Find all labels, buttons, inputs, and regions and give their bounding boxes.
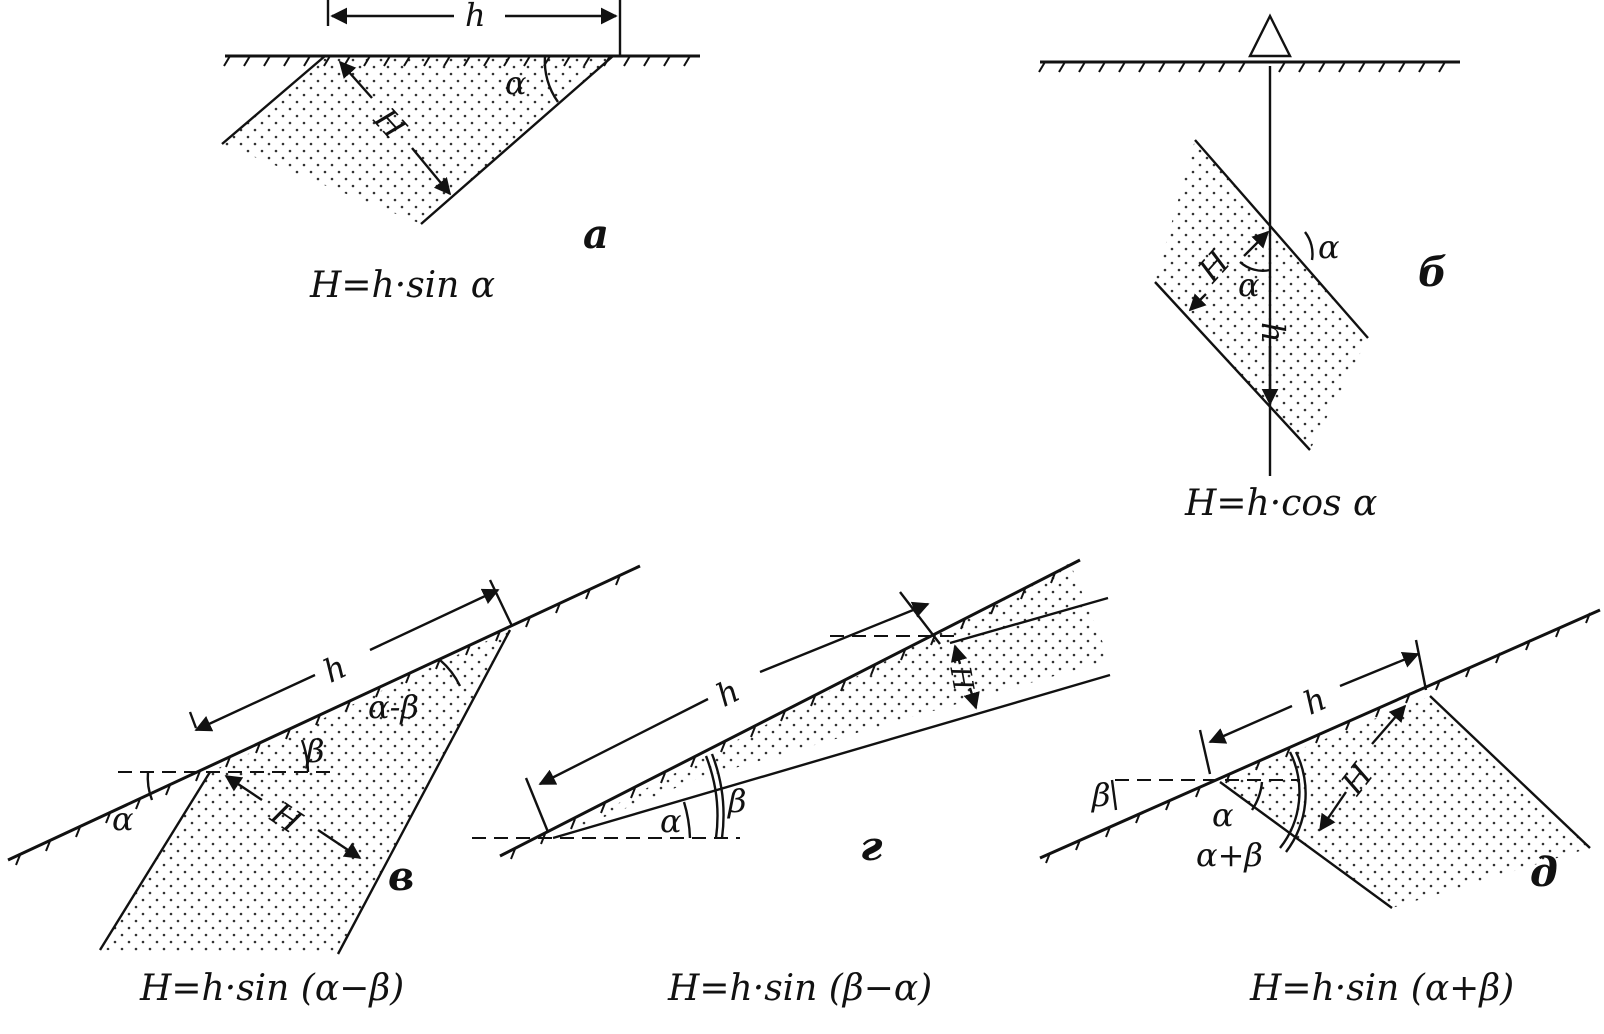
label-h-b: h <box>1254 322 1292 343</box>
label-h-a: h <box>465 0 486 34</box>
label-beta-d: β <box>1091 776 1111 814</box>
label-alpha-d: α <box>1212 796 1234 834</box>
beta-tick-d <box>1110 779 1118 811</box>
ground-surface-v <box>7 564 641 862</box>
borehole-marker-b <box>1248 13 1292 58</box>
layer-lower-boundary-b <box>1154 281 1311 451</box>
ground-hatch-d <box>1045 612 1591 864</box>
layer-left-boundary-d <box>1219 781 1393 909</box>
label-h-g: h <box>710 671 746 714</box>
angle-arc-beta-v <box>300 739 310 773</box>
label-alpha-right-b: α <box>1318 228 1340 266</box>
angle-arc-alpha-plus-beta-d <box>1279 751 1301 849</box>
dim-tick-right-d <box>1414 639 1428 691</box>
label-alpha-minus-beta-v: α-β <box>368 688 419 726</box>
formula-d: H=h·sin (α+β) <box>1249 968 1514 1009</box>
arrow-H-bottom-b <box>1188 293 1207 312</box>
panel-g: h H α β г H=h·sin (β−α) <box>472 558 1111 1009</box>
panel-v: h H β α α-β в H=h·sin (α−β) <box>7 564 641 1009</box>
label-h-v: h <box>317 647 352 690</box>
dim-h-left-v <box>194 673 316 732</box>
ground-hatch-b <box>1038 61 1446 73</box>
ground-surface-g <box>499 558 1081 858</box>
angle-arc-alpha-v <box>146 771 154 801</box>
angle-arc-alpha-minus-beta-v <box>439 659 462 687</box>
arrow-H-bottom-g <box>963 687 980 710</box>
layer-bottom-boundary-g <box>552 673 1111 840</box>
panel-letter-a: a <box>583 211 609 258</box>
panel-d: β h H α α+β д H=h·sin (α+β) <box>1039 608 1601 1009</box>
ground-hatch-a <box>223 55 691 67</box>
dim-h-left-g <box>538 697 709 786</box>
ground-hatch-v <box>15 574 621 866</box>
ground-hatch-g <box>510 572 1056 860</box>
panel-letter-v: в <box>388 853 414 900</box>
label-alpha-plus-beta-d: α+β <box>1196 836 1263 874</box>
angle-arc-alpha-right-b <box>1304 231 1314 261</box>
dim-h-left-d <box>1208 704 1293 744</box>
dim-tick-left-d <box>1198 729 1212 775</box>
dim-tick-right-g <box>899 591 941 645</box>
arrow-H-top-g <box>950 644 968 665</box>
panel-b: H h α α б H=h·cos α <box>1038 13 1460 524</box>
arrow-H-top-v <box>224 775 263 801</box>
label-alpha-a: α <box>505 64 527 102</box>
formula-g: H=h·sin (β−α) <box>667 968 932 1009</box>
formula-b: H=h·cos α <box>1184 483 1377 524</box>
dim-h-right-g <box>759 601 930 674</box>
dim-h-right-d <box>1339 651 1420 688</box>
layer-left-boundary-v <box>98 771 212 951</box>
arrow-H-bottom-d <box>1319 791 1347 832</box>
panel-letter-g: г <box>860 823 883 870</box>
panel-letter-d: д <box>1530 849 1558 896</box>
formula-a: H=h·sin α <box>309 265 495 306</box>
panel-a: h H α a H=h·sin α <box>221 0 700 306</box>
arrow-H-top-a <box>338 60 373 99</box>
layer-b <box>1155 140 1368 450</box>
label-alpha-g: α <box>660 802 682 840</box>
arrow-H-top-b <box>1243 230 1270 257</box>
label-beta-v: β <box>305 732 325 770</box>
layer-upper-boundary-b <box>1194 139 1369 339</box>
formula-v: H=h·sin (α−β) <box>139 968 404 1009</box>
arrow-H-top-d <box>1371 704 1407 745</box>
layer-right-boundary-d <box>1429 695 1591 849</box>
layer-d <box>1220 696 1590 908</box>
dim-tick-left-g <box>524 777 550 833</box>
layer-bottom-boundary-a <box>420 55 614 225</box>
label-h-d: h <box>1298 679 1332 722</box>
angle-arc-alpha-plus-beta-d-2 <box>1285 751 1307 853</box>
label-beta-g: β <box>727 782 747 820</box>
dim-tick-left-v <box>188 711 198 729</box>
layer-a <box>222 56 613 224</box>
layer-v <box>100 630 510 954</box>
angle-arc-alpha-inner-b <box>1239 261 1271 272</box>
layer-top-boundary-g <box>949 596 1109 645</box>
label-alpha-v: α <box>112 800 134 838</box>
label-alpha-inner-b: α <box>1238 266 1260 304</box>
arrow-H-bottom-a <box>411 147 452 196</box>
layer-g <box>553 563 1110 838</box>
layer-right-boundary-v <box>336 629 512 955</box>
dim-tick-right-v <box>488 579 514 627</box>
arrow-H-bottom-v <box>317 829 362 859</box>
layer-top-boundary-a <box>221 55 326 145</box>
angle-arc-beta-g <box>704 755 719 839</box>
angle-arc-alpha-a <box>543 55 559 103</box>
angle-arc-beta-g-2 <box>710 753 725 839</box>
angle-arc-alpha-g <box>682 801 692 839</box>
panel-letter-b: б <box>1418 249 1447 296</box>
angle-arc-alpha-d <box>1250 781 1264 811</box>
dim-h-right-v <box>369 588 500 652</box>
